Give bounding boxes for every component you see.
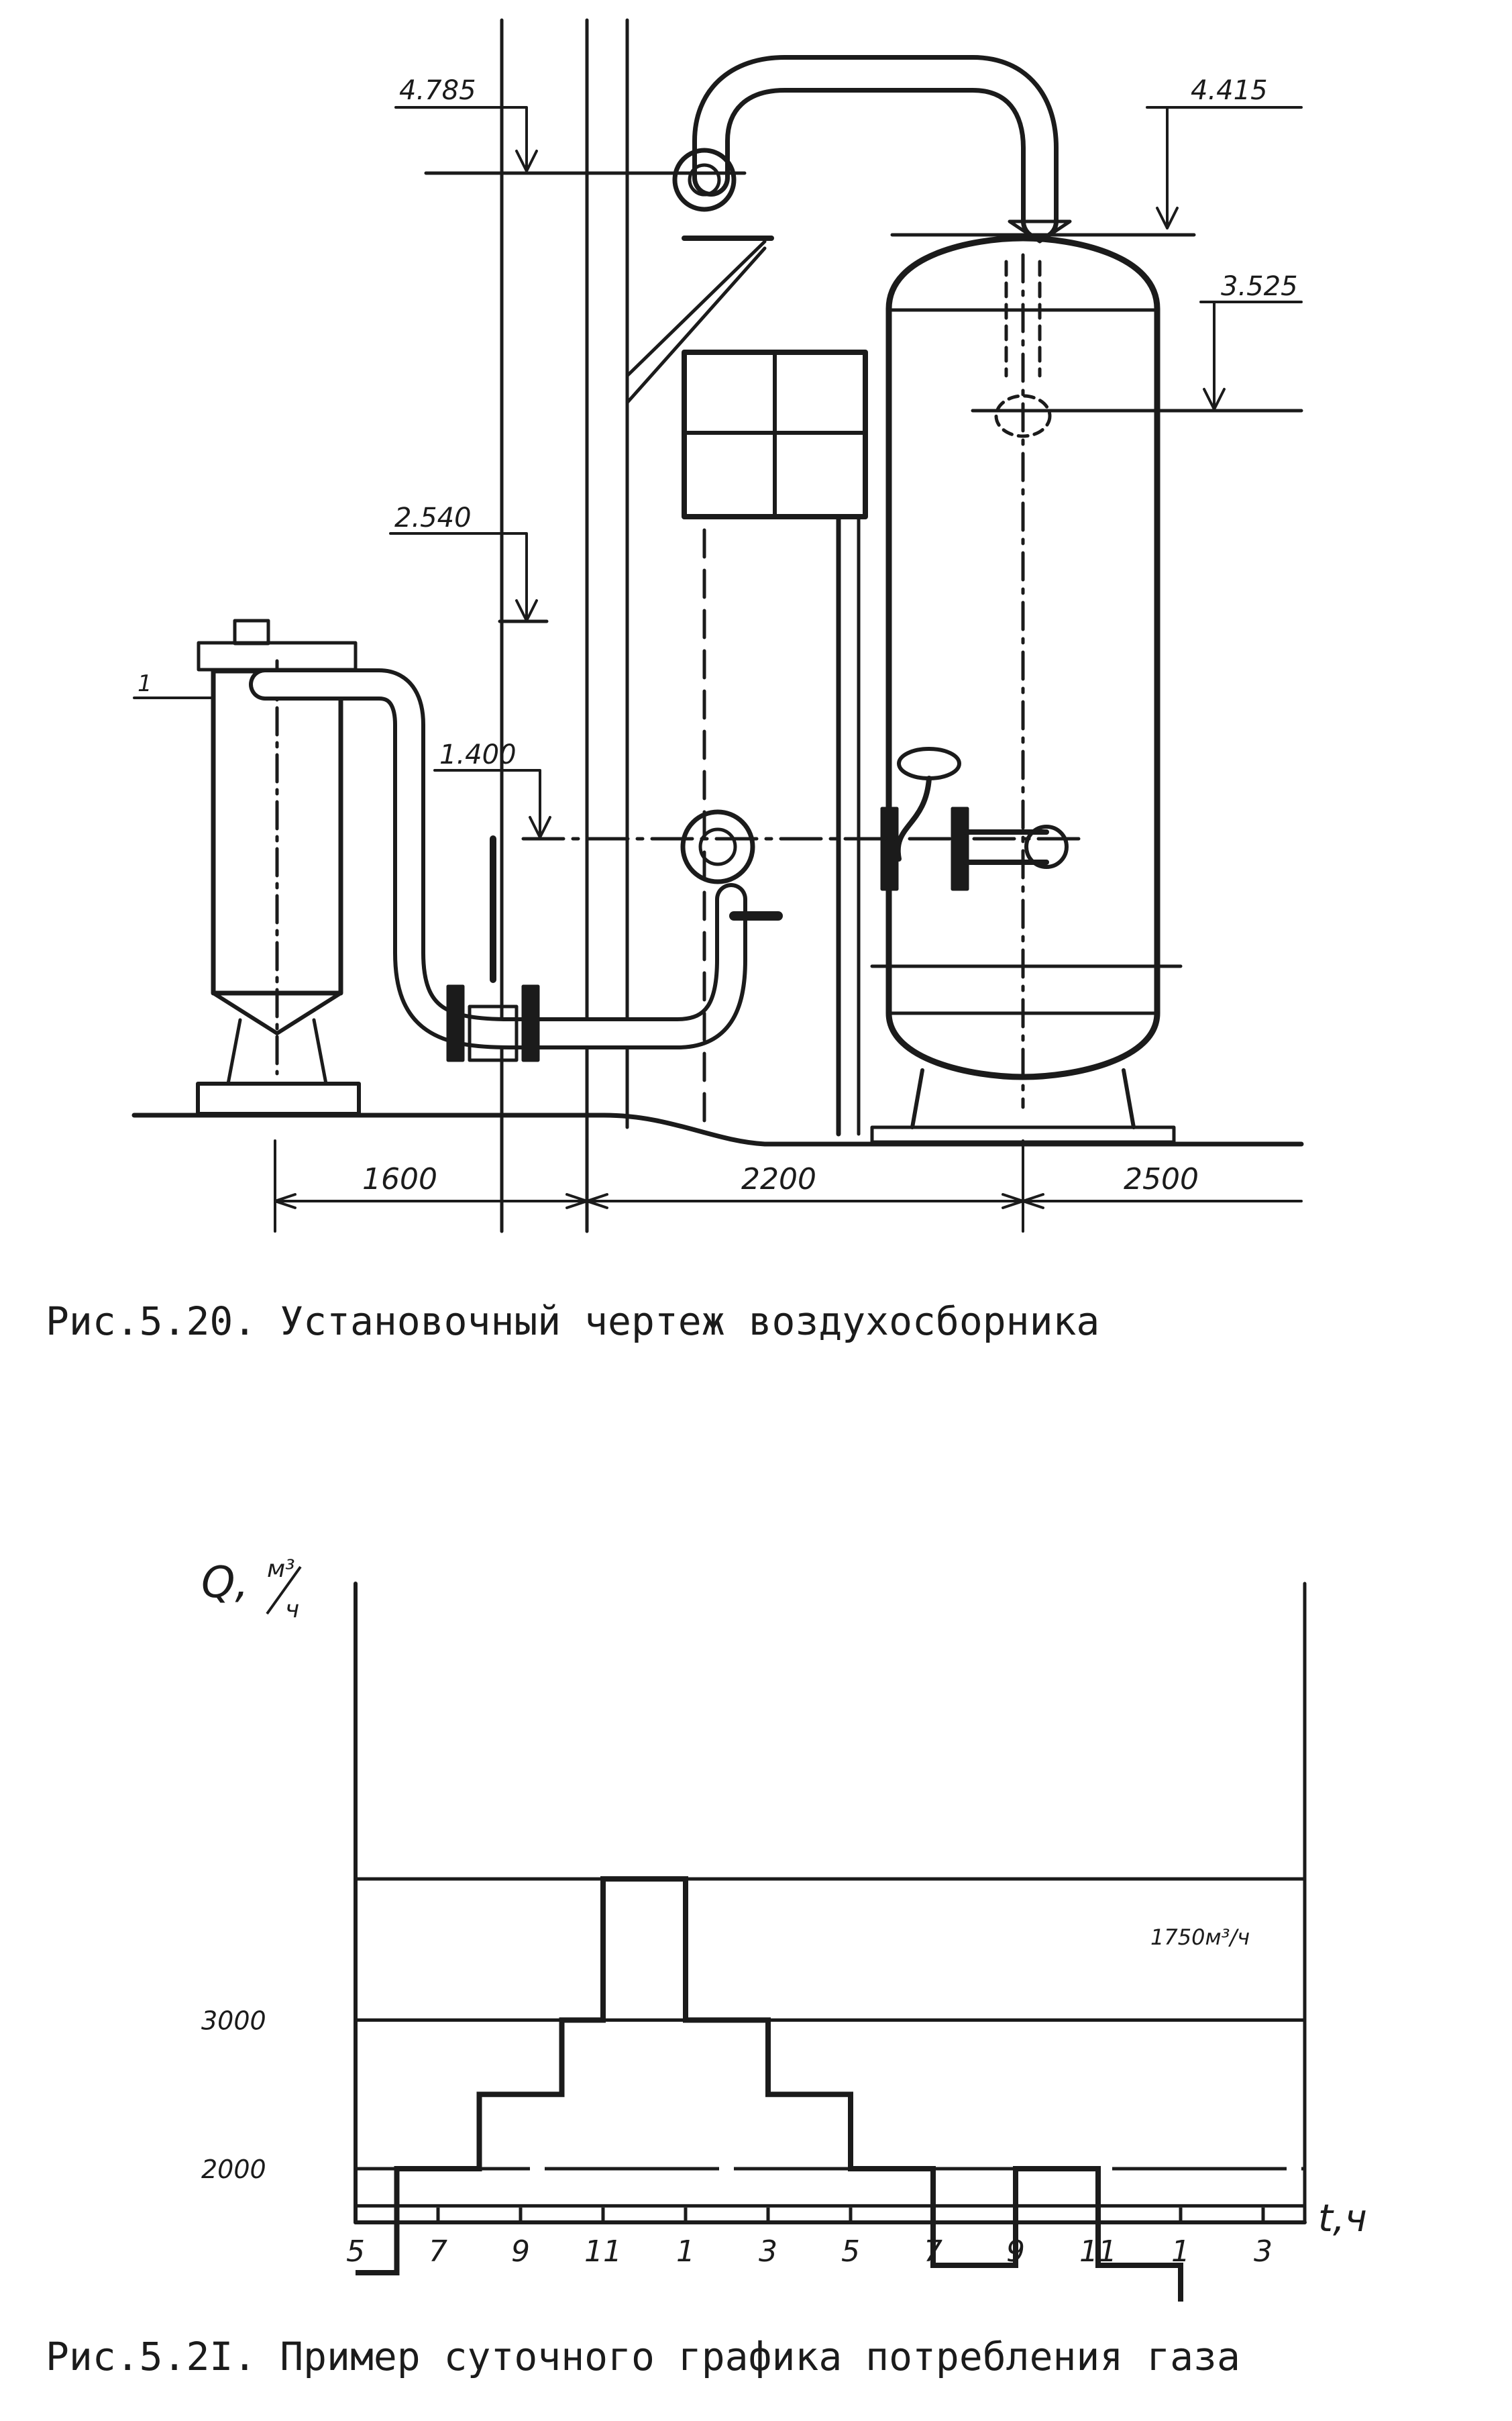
x-tick-label-5: 3: [759, 2234, 777, 2269]
y-axis-label: Q,: [201, 1558, 249, 1608]
y-tick-label-1: 2000: [201, 2155, 266, 2184]
x-tick-label-6: 5: [841, 2234, 860, 2269]
y-unit-denominator: ч: [285, 1596, 299, 1623]
y-tick-label-0: 3000: [201, 2006, 266, 2036]
x-tick-label-11: 3: [1254, 2234, 1273, 2269]
leader-marker: 1: [138, 670, 152, 697]
x-tick-label-3: 11: [584, 2234, 622, 2269]
x-tick-label-0: 5: [346, 2234, 365, 2269]
dimension-2500: 2500: [1124, 1162, 1199, 1196]
figure-caption-2: Рис.5.2I. Пример суточного графика потре…: [46, 2334, 1240, 2379]
x-tick-label-9: 11: [1079, 2234, 1117, 2269]
x-tick-label-8: 9: [1006, 2234, 1025, 2269]
elevation-2540: 2.540: [394, 503, 472, 533]
consumption-step-line-0: [356, 1876, 1183, 2302]
dimension-1600: 1600: [362, 1162, 437, 1196]
y-unit-slash: [266, 1565, 302, 1615]
x-tick-label-2: 9: [511, 2234, 530, 2269]
elevation-1400: 1.400: [439, 739, 517, 770]
figure-caption-1: Рис.5.20. Установочный чертеж воздухосбо…: [46, 1298, 1100, 1344]
elevation-4415: 4.415: [1191, 75, 1268, 106]
x-tick-label-4: 1: [676, 2234, 695, 2269]
average-label: 1750м³/ч: [1150, 1924, 1250, 1950]
dimension-2200: 2200: [741, 1162, 816, 1196]
elevation-4785: 4.785: [399, 75, 476, 106]
x-axis-label: t,ч: [1318, 2197, 1367, 2240]
elevation-3525: 3.525: [1221, 271, 1298, 302]
x-tick-label-1: 7: [429, 2234, 447, 2269]
y-unit-numerator: м³: [267, 1555, 295, 1583]
x-tick-label-10: 1: [1171, 2234, 1190, 2269]
installation-drawing: 4.785 4.415 3.525 2.540 1.400 1600 2200 …: [131, 18, 1304, 1233]
x-tick-label-7: 7: [924, 2234, 942, 2269]
